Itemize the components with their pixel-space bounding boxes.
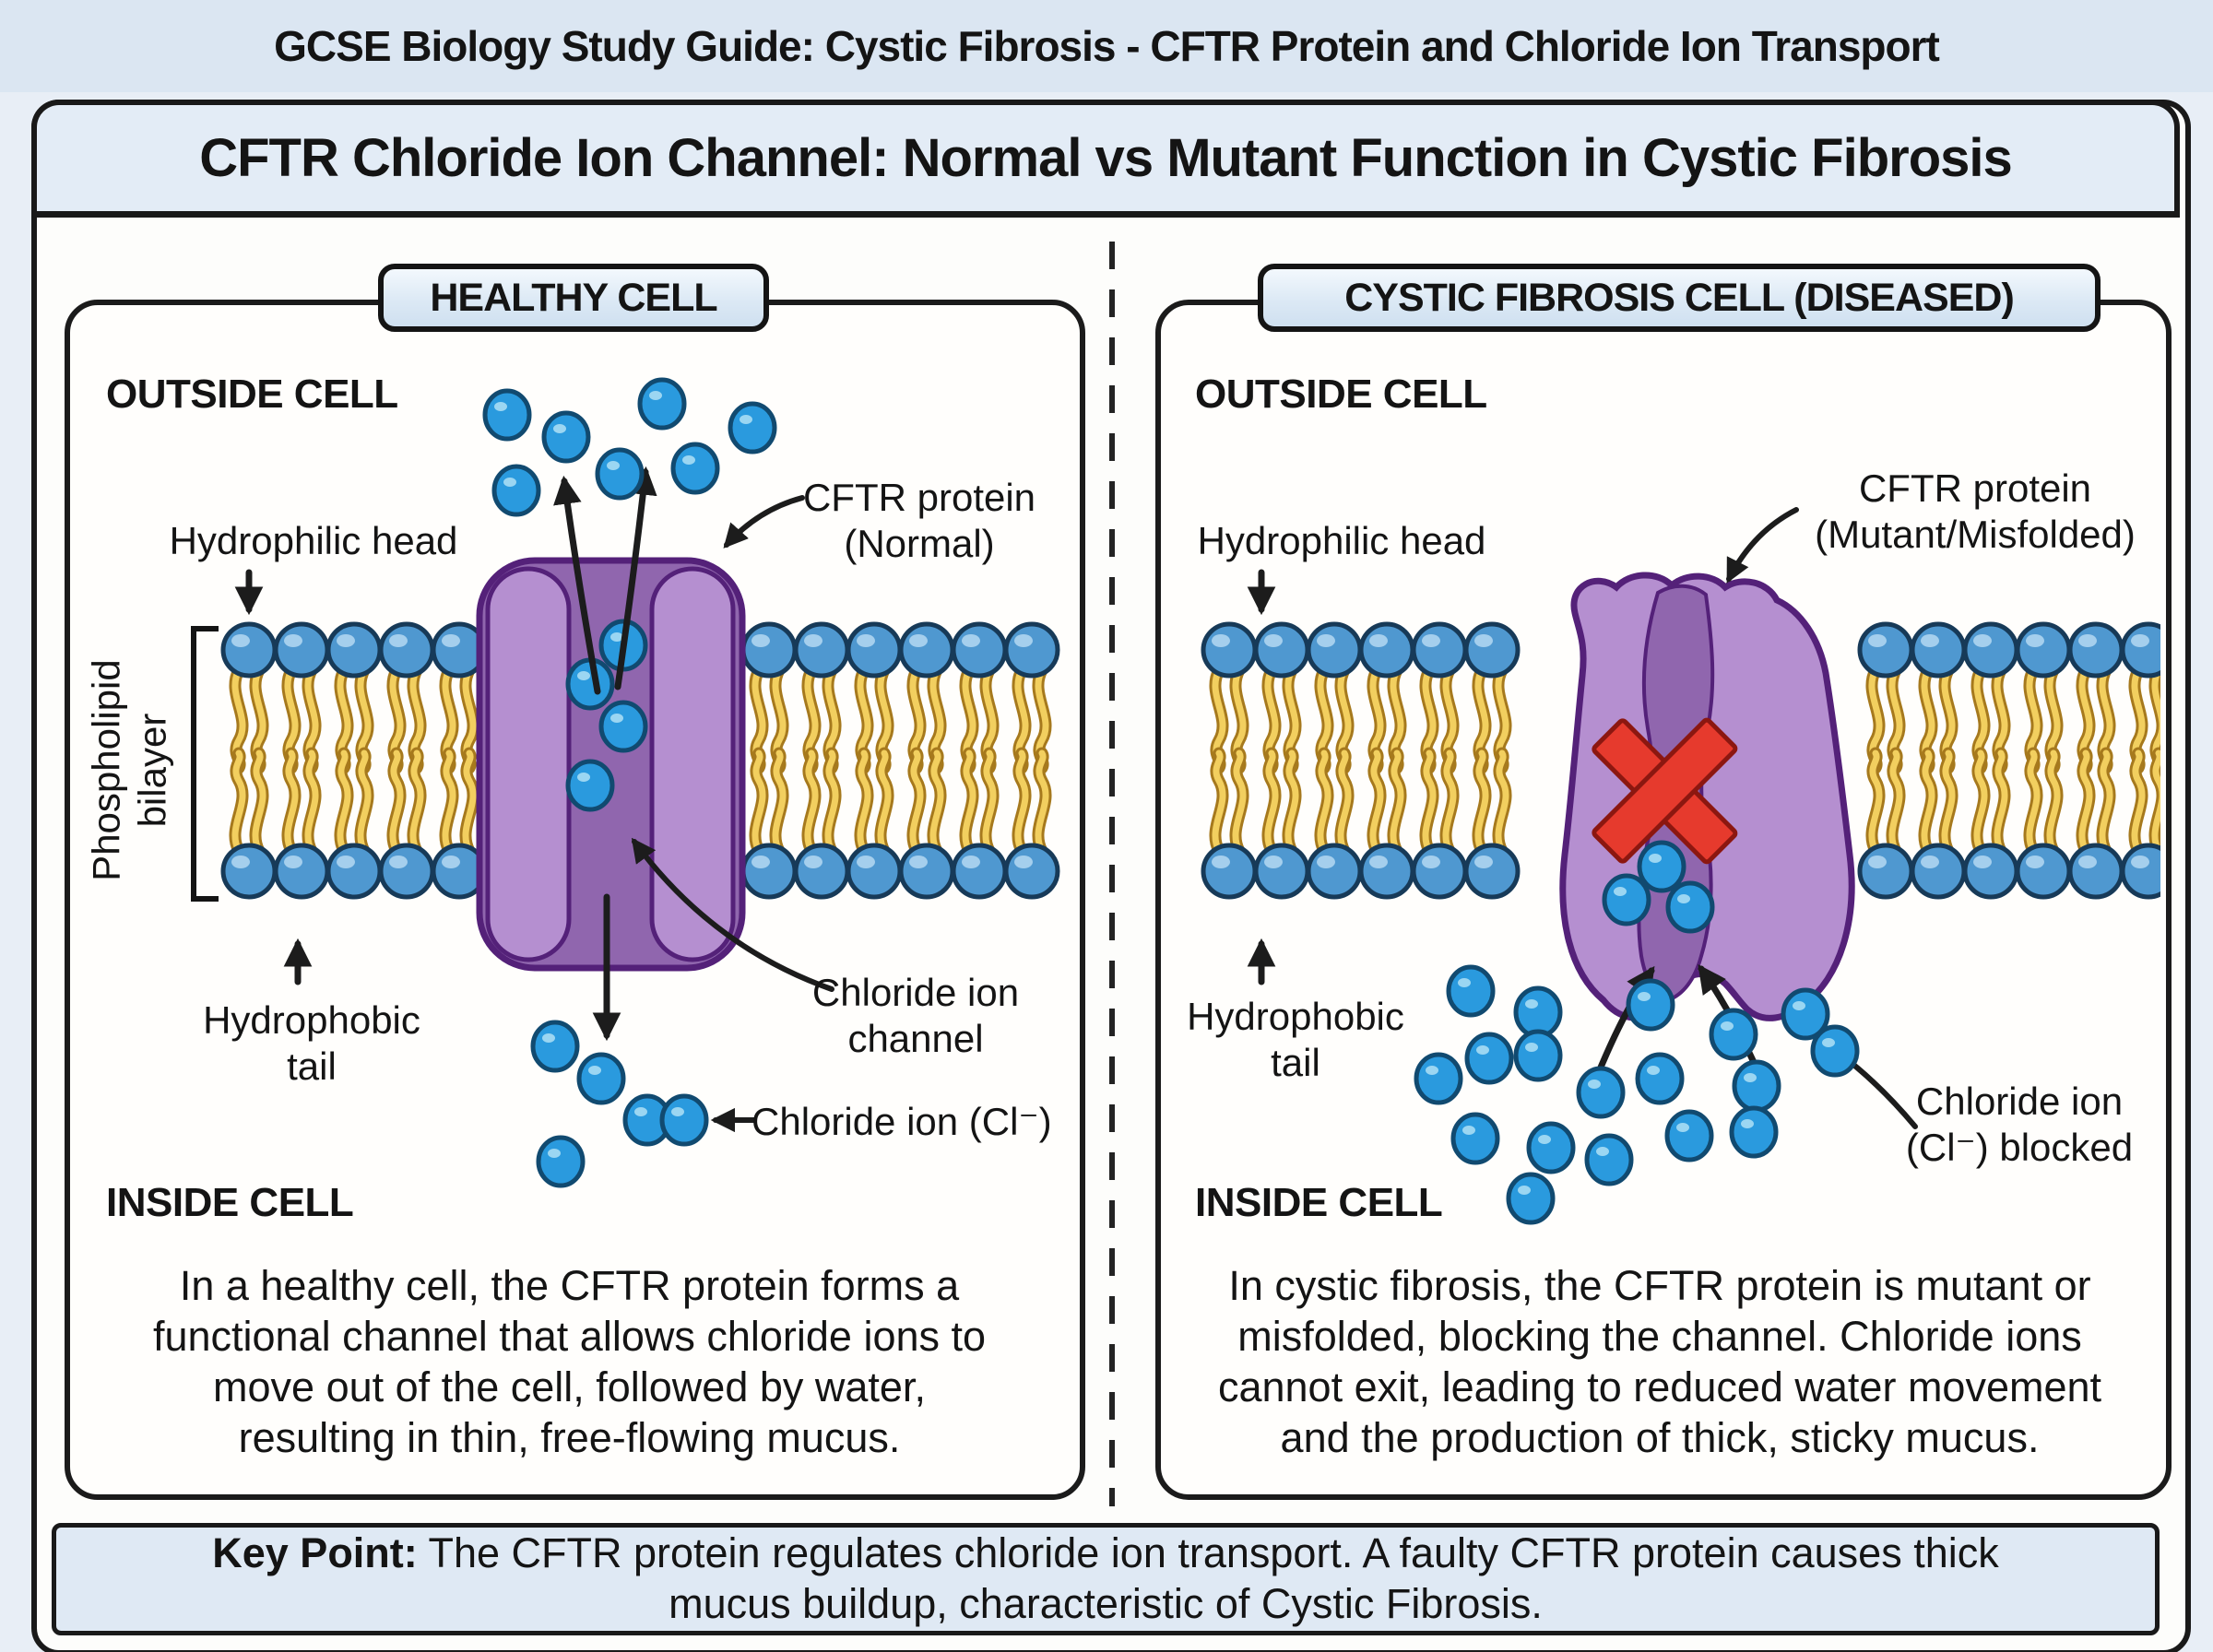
chloride-blocked-label: Chloride ion (Cl⁻) blocked [1905,1080,2134,1169]
page-header-band: GCSE Biology Study Guide: Cystic Fibrosi… [0,0,2213,92]
membrane-bottom-left [1203,753,1518,897]
cf-cell-illustration [1155,507,2160,1489]
hydrophilic-head-label-right: Hydrophilic head [1197,519,1486,562]
main-title: CFTR Chloride Ion Channel: Normal vs Mut… [199,128,2013,188]
outside-cell-label-left: OUTSIDE CELL [106,372,398,417]
healthy-cell-illustration [191,300,1074,1489]
chloride-ion-label: Chloride ion (Cl⁻) [751,1100,1052,1143]
cftr-mutant-label: CFTR protein (Mutant/Misfolded) [1815,466,2136,556]
cf-cell-badge-label: CYSTIC FIBROSIS CELL (DISEASED) [1344,275,2015,320]
cftr-protein-mutant [1559,572,1855,1021]
channel-label-pointer-arrow [631,837,834,992]
cftr-protein-normal [476,557,746,972]
page-header-title: GCSE Biology Study Guide: Cystic Fibrosi… [274,22,1940,70]
key-point-box: Key Point: The CFTR protein regulates ch… [52,1523,2160,1635]
membrane-top-left [223,624,485,768]
bilayer-bracket [191,626,219,902]
hydrophobic-tail-label-right: Hydrophobic tail [1187,995,1404,1084]
chloride-channel-label: Chloride ion channel [811,971,1020,1060]
mutant-label-pointer-arrow [1726,507,1799,584]
hydrophobic-tail-label-left: Hydrophobic tail [203,998,420,1088]
inside-cell-label-left: INSIDE CELL [106,1180,354,1225]
main-title-band: CFTR Chloride Ion Channel: Normal vs Mut… [31,100,2180,218]
outside-cell-label-right: OUTSIDE CELL [1195,372,1487,417]
membrane-top-left [1203,624,1518,768]
membrane-top-right [743,624,1058,768]
healthy-cell-badge-label: HEALTHY CELL [430,275,717,320]
key-point-label: Key Point: [212,1529,418,1577]
membrane-bottom-right [743,753,1058,897]
inside-cell-label-right: INSIDE CELL [1195,1180,1443,1225]
chloride-ions-outside [485,380,775,514]
chloride-ions-inside [533,1022,706,1186]
blocked-x-icon [1592,717,1738,865]
membrane-bottom-left [223,753,485,897]
panel-divider-dashed-line [1109,242,1115,1506]
membrane-top-right [1860,624,2160,768]
cftr-normal-label: CFTR protein (Normal) [802,476,1036,565]
phospholipid-bilayer-label: Phospholipid bilayer [84,659,173,881]
ion-flow-arrow-left [553,475,601,695]
hydrophilic-head-label-left: Hydrophilic head [169,519,458,562]
chloride-ions-inside-cluster [1416,967,1857,1222]
key-point-text: Key Point: The CFTR protein regulates ch… [212,1529,1999,1627]
cf-cell-badge: CYSTIC FIBROSIS CELL (DISEASED) [1258,264,2101,332]
cftr-label-pointer-arrow [723,495,805,549]
healthy-cell-description: In a healthy cell, the CFTR protein form… [152,1262,987,1461]
healthy-cell-badge: HEALTHY CELL [378,264,769,332]
membrane-bottom-right [1860,753,2160,897]
ion-flow-arrow-right [614,466,657,690]
cf-cell-description: In cystic fibrosis, the CFTR protein is … [1217,1262,2102,1461]
